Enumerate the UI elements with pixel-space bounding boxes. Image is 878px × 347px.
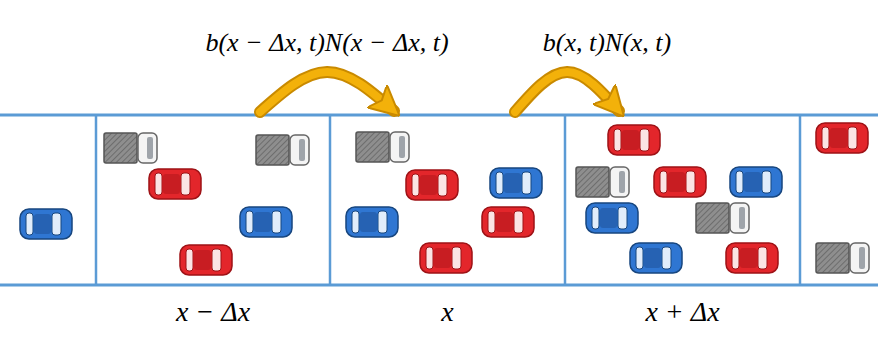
red-car (816, 123, 868, 153)
road-edge (0, 114, 878, 117)
cell-divider (564, 115, 567, 285)
blue-car (490, 168, 542, 198)
arrow-body (260, 72, 394, 112)
red-car (420, 243, 472, 273)
blue-car (346, 207, 398, 237)
blue-car (730, 167, 782, 197)
blue-car (630, 243, 682, 273)
red-car (654, 167, 706, 197)
arrow-outline (260, 72, 394, 112)
cell-divider (95, 115, 98, 285)
truck (356, 132, 409, 162)
road-cell: x (332, 117, 563, 283)
truck (696, 203, 749, 233)
cell-divider (329, 115, 332, 285)
blue-car (240, 207, 292, 237)
cell-divider (799, 115, 802, 285)
arrow-outline (515, 72, 619, 112)
blue-car (586, 203, 638, 233)
truck (256, 135, 309, 165)
road-cell: x − Δx (98, 117, 328, 283)
road (0, 115, 878, 285)
cell-label: x − Δx (98, 297, 328, 328)
road-edge (0, 284, 878, 287)
vehicles (20, 123, 869, 275)
truck (816, 243, 869, 273)
cell-label: x (332, 297, 563, 328)
red-car (608, 125, 660, 155)
red-car (149, 169, 201, 199)
red-car (726, 243, 778, 273)
red-car (482, 207, 534, 237)
truck (104, 133, 157, 163)
flow-label: b(x, t)N(x, t) (543, 29, 672, 58)
flow-arrow (260, 72, 394, 112)
red-car (180, 245, 232, 275)
flow-arrow (515, 72, 619, 112)
red-car (406, 170, 458, 200)
arrow-body (515, 72, 619, 112)
truck (576, 167, 629, 197)
blue-car (20, 209, 72, 239)
flow-label: b(x − Δx, t)N(x − Δx, t) (205, 29, 448, 58)
cell-label: x + Δx (567, 297, 798, 328)
road-cell: x + Δx (567, 117, 798, 283)
